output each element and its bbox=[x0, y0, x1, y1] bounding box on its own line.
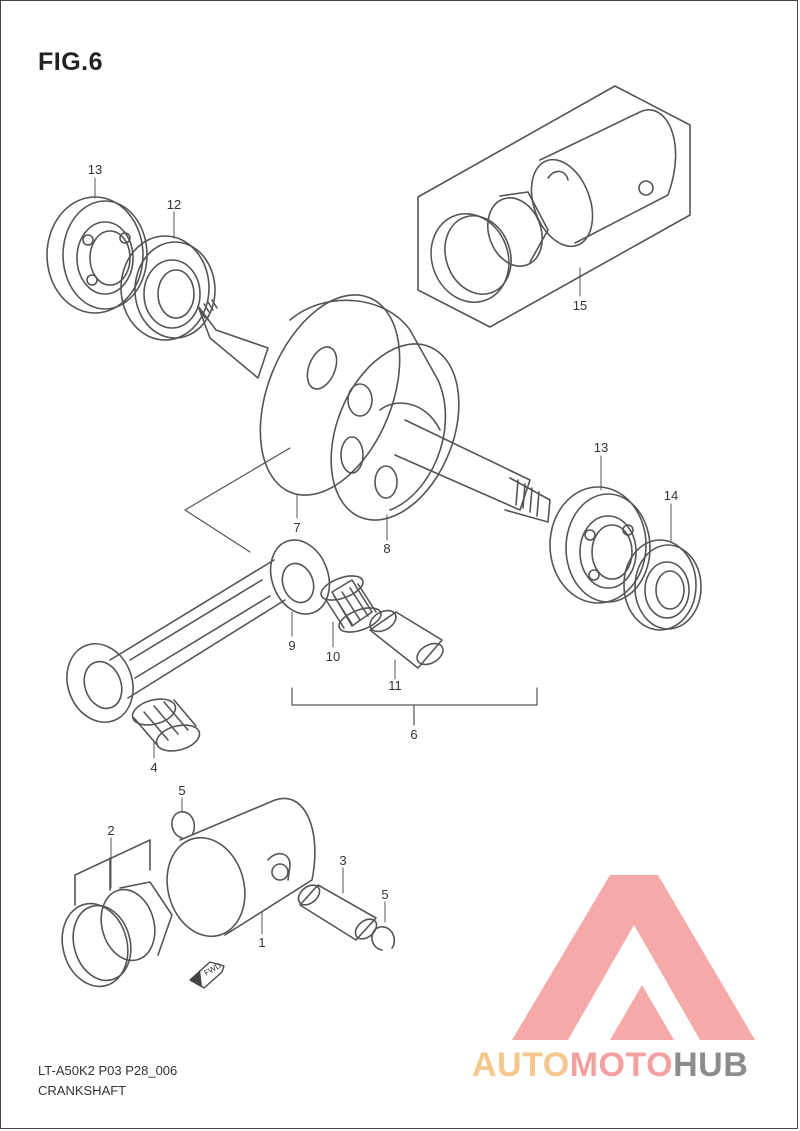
piston-1 bbox=[166, 797, 316, 938]
bearing-13-left bbox=[46, 196, 148, 314]
circlip-5-upper bbox=[171, 811, 196, 839]
piston-pin-3 bbox=[297, 884, 378, 941]
bearing-13-right bbox=[549, 486, 651, 604]
oil-seal-12 bbox=[120, 235, 216, 341]
callout-6: 6 bbox=[410, 727, 417, 742]
callout-2: 2 bbox=[107, 823, 114, 838]
watermark-hub: HUB bbox=[673, 1046, 749, 1084]
callout-13-right: 13 bbox=[594, 440, 608, 455]
callout-15: 15 bbox=[573, 298, 587, 313]
watermark-auto: AUTO bbox=[472, 1046, 570, 1084]
leader-lines bbox=[94, 177, 672, 935]
callout-3: 3 bbox=[339, 853, 346, 868]
needle-bearing-4 bbox=[131, 698, 201, 752]
oil-seal-14 bbox=[623, 539, 702, 631]
callout-12: 12 bbox=[167, 197, 181, 212]
fwd-arrow-icon: FWD bbox=[189, 961, 225, 989]
crank-pin-11 bbox=[369, 609, 444, 669]
group-brackets bbox=[184, 447, 538, 726]
callout-1: 1 bbox=[258, 935, 265, 950]
callout-11: 11 bbox=[388, 678, 402, 693]
callout-7: 7 bbox=[293, 520, 300, 535]
callout-9: 9 bbox=[288, 638, 295, 653]
needle-bearing-10 bbox=[320, 575, 382, 633]
section-name: CRANKSHAFT bbox=[38, 1083, 127, 1098]
connecting-rod-9 bbox=[66, 539, 331, 723]
callout-10: 10 bbox=[326, 649, 340, 664]
callout-5-lower: 5 bbox=[381, 887, 388, 902]
callout-labels: 13 12 15 13 14 7 8 9 10 11 6 4 5 2 3 5 1 bbox=[88, 162, 678, 950]
callout-4: 4 bbox=[150, 760, 157, 775]
watermark-text: AUTOMOTOHUB bbox=[472, 1046, 748, 1085]
model-code: LT-A50K2 P03 P28_006 bbox=[38, 1063, 178, 1078]
figure-title: FIG.6 bbox=[38, 48, 104, 76]
callout-14: 14 bbox=[664, 488, 678, 503]
piston-kit-15 bbox=[417, 85, 691, 328]
callout-13-left: 13 bbox=[88, 162, 102, 177]
crankshaft-8 bbox=[197, 294, 551, 523]
circlip-5-lower bbox=[371, 926, 396, 951]
watermark-moto: MOTO bbox=[569, 1046, 674, 1084]
piston-rings-2 bbox=[61, 839, 173, 988]
watermark-logo bbox=[512, 875, 755, 1040]
callout-8: 8 bbox=[383, 541, 390, 556]
callout-5-upper: 5 bbox=[178, 783, 185, 798]
